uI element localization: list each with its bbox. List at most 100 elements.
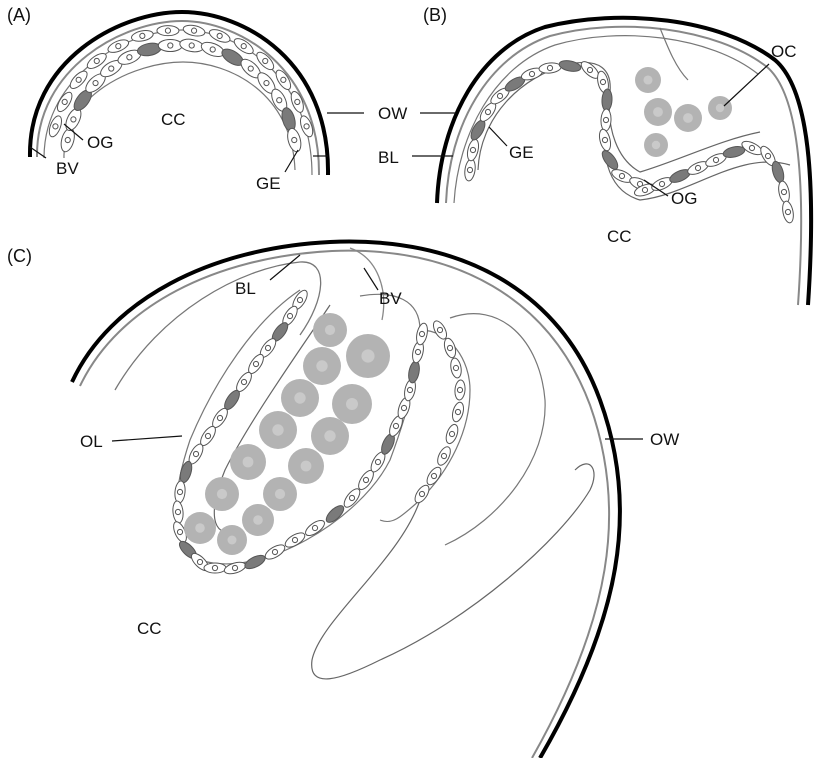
epithelial-cell (558, 59, 582, 73)
panel-b-blood-vessel (446, 27, 801, 305)
oocyte-nucleus (272, 424, 283, 435)
cell-nucleus (781, 189, 787, 195)
leader-b-ge (489, 127, 507, 146)
label-b-oc: OC (771, 43, 797, 60)
cell-nucleus (168, 43, 173, 48)
oocyte-nucleus (253, 515, 263, 525)
cell-nucleus (139, 33, 145, 39)
epithelial-cell (599, 148, 620, 172)
oocyte-nucleus (294, 392, 305, 403)
epithelial-cell (59, 127, 77, 153)
label-c-ol: OL (80, 433, 103, 450)
epithelial-cell (158, 39, 182, 51)
panel-c-right-fold-1 (445, 314, 545, 545)
cell-nucleus (191, 28, 197, 34)
oogonium-cell (599, 148, 620, 172)
epithelial-cell (407, 360, 421, 384)
cell-nucleus (785, 209, 791, 215)
epithelial-cell (442, 337, 457, 359)
panel-b-membrane-line (660, 28, 688, 80)
panel-a-ovary-wall (30, 12, 328, 175)
epithelial-cell (463, 158, 476, 181)
cell-nucleus (212, 565, 217, 570)
epithelial-cell (415, 322, 430, 346)
oocyte-nucleus (316, 360, 327, 371)
cell-nucleus (177, 489, 183, 495)
cell-nucleus (603, 117, 608, 122)
cell-nucleus (419, 331, 425, 337)
epithelial-cell (454, 380, 466, 401)
label-b-cc: CC (607, 228, 632, 245)
panel-label-b: (B) (423, 6, 447, 24)
epithelial-cell (777, 180, 791, 204)
epithelial-cell (178, 460, 194, 484)
oocyte-nucleus (361, 349, 374, 362)
label-c-bv: BV (379, 290, 402, 307)
epithelial-cell (600, 109, 611, 131)
epithelial-cell (539, 62, 562, 74)
panel-c-basal-lamina (115, 262, 321, 390)
epithelial-cell (243, 553, 267, 572)
panel-b-ovary-wall (437, 18, 811, 305)
epithelial-cell (283, 530, 307, 550)
epithelial-cell (722, 145, 746, 160)
cell-nucleus (453, 365, 459, 371)
epithelial-cell (740, 139, 764, 158)
label-b-ge: GE (509, 144, 534, 161)
label-a-ge: GE (256, 175, 281, 192)
oocyte-nucleus (243, 457, 254, 468)
epithelial-cell (199, 40, 226, 60)
label-bl: BL (378, 149, 399, 166)
epithelial-cell (597, 128, 612, 152)
oocyte-nucleus (346, 398, 358, 410)
epithelial-cell (179, 37, 205, 53)
panel-a-drawing (30, 12, 328, 175)
label-a-cc: CC (161, 111, 186, 128)
epithelial-cell (451, 401, 466, 423)
panel-c-blood-vessel-inner (350, 248, 384, 320)
panel-label-a: (A) (7, 6, 31, 24)
panel-b-drawing (437, 18, 811, 305)
cell-nucleus (165, 28, 170, 33)
oogonium-cell (722, 145, 746, 160)
oocyte-nucleus (217, 489, 227, 499)
oogonium-cell (178, 460, 194, 484)
epithelial-cell (131, 29, 155, 43)
epithelial-cell (157, 26, 179, 36)
oocyte-nucleus (324, 430, 335, 441)
epithelial-cell (444, 423, 460, 445)
cell-nucleus (600, 79, 606, 85)
epithelial-cell (465, 138, 480, 162)
label-c-cc: CC (137, 620, 162, 637)
epithelial-cell (55, 90, 75, 114)
label-ow: OW (378, 105, 407, 122)
leader-b-oc (724, 64, 769, 106)
cell-nucleus (407, 387, 413, 393)
oocyte-nucleus (325, 325, 335, 335)
panel-label-c: (C) (7, 247, 32, 265)
epithelial-cell (174, 481, 186, 504)
cell-nucleus (457, 387, 463, 393)
label-a-bv: BV (56, 160, 79, 177)
leader-c-ol (112, 436, 182, 441)
oogonium-cell (243, 553, 267, 572)
oocyte-nucleus (275, 489, 285, 499)
oocyte-nucleus (652, 141, 660, 149)
epithelial-cell (172, 501, 184, 524)
oocyte-nucleus (653, 107, 663, 117)
oogonium-cell (407, 360, 421, 384)
epithelial-cell (781, 200, 795, 224)
epithelial-cell (449, 357, 462, 378)
oocyte-nucleus (716, 104, 724, 112)
oocyte-nucleus (301, 461, 312, 472)
oocyte-nucleus (195, 523, 205, 533)
leader-c-bl (270, 255, 300, 280)
cell-nucleus (189, 42, 195, 48)
epithelial-cell (47, 114, 64, 138)
oogonium-cell (558, 59, 582, 73)
oocyte-nucleus (683, 113, 693, 123)
cell-nucleus (415, 349, 421, 355)
epithelial-cell (263, 542, 287, 562)
